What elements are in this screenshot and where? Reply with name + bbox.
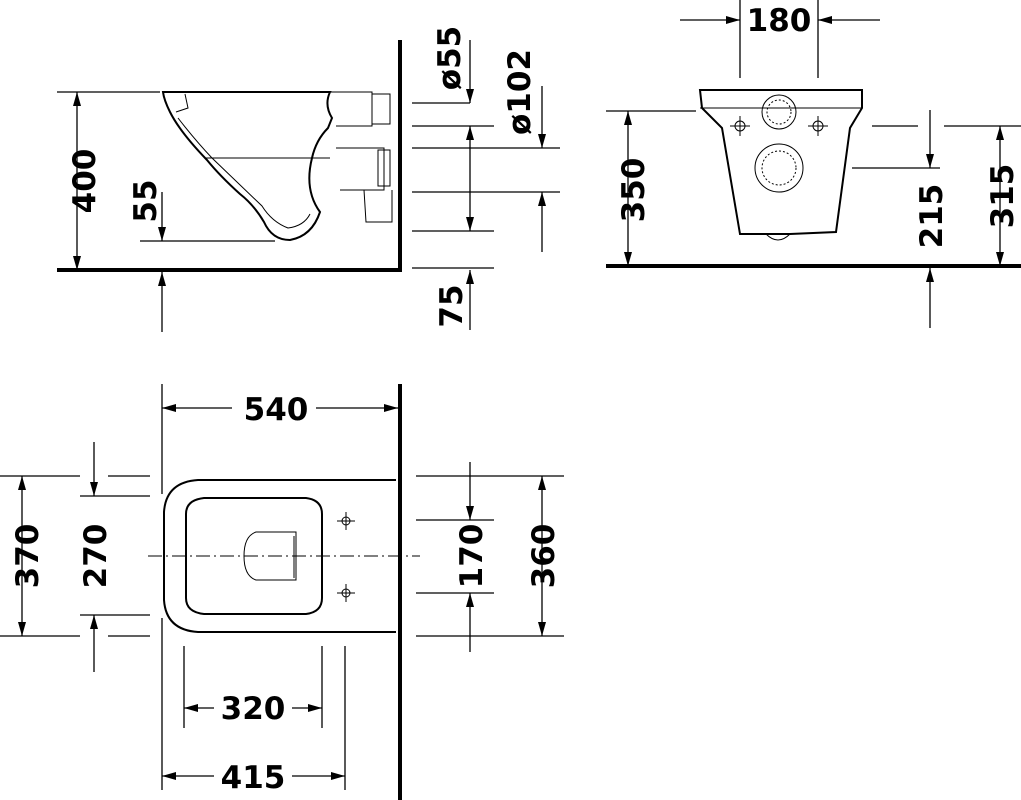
plan-view: 540 370 270 170 360 320 415	[0, 384, 564, 800]
bolt-hole-right-icon	[808, 116, 828, 136]
dim-215: 215	[914, 184, 950, 249]
dim-170: 170	[454, 524, 490, 589]
dim-320: 320	[221, 691, 286, 727]
outlet-hole-outer	[754, 143, 804, 193]
plan-bolt-top-icon	[337, 512, 355, 530]
plan-bolt-bottom-icon	[337, 584, 355, 602]
bolt-hole-left-icon	[730, 116, 750, 136]
rear-body-outline	[698, 89, 863, 235]
dim-75: 75	[434, 284, 470, 327]
outlet-hole-inner	[761, 150, 797, 186]
dim-55: 55	[128, 179, 164, 222]
inlet-hole-inner	[766, 99, 792, 125]
dim-diameter-102: ø102	[502, 49, 538, 135]
dim-415: 415	[221, 760, 286, 796]
dim-360: 360	[526, 524, 562, 589]
dim-370: 370	[10, 524, 46, 589]
bowl-back-block	[330, 91, 393, 223]
inlet-fitting	[371, 93, 391, 125]
dim-180: 180	[747, 3, 812, 39]
side-view: 400 55 ø55 ø102 75	[57, 26, 560, 332]
plan-inner-outline	[185, 497, 323, 615]
rear-view: 180 350 215 315	[606, 0, 1021, 328]
bowl-outline	[161, 91, 334, 242]
outlet-fitting	[377, 149, 391, 187]
plan-outer-outline	[163, 479, 396, 633]
inlet-hole-outer	[761, 94, 797, 130]
dim-diameter-55: ø55	[432, 26, 468, 90]
dim-400: 400	[67, 149, 103, 214]
bowl-inner-line	[175, 93, 311, 229]
dim-350: 350	[616, 158, 652, 223]
dim-315: 315	[985, 164, 1021, 229]
dim-540: 540	[244, 392, 309, 428]
dim-270: 270	[78, 524, 114, 589]
